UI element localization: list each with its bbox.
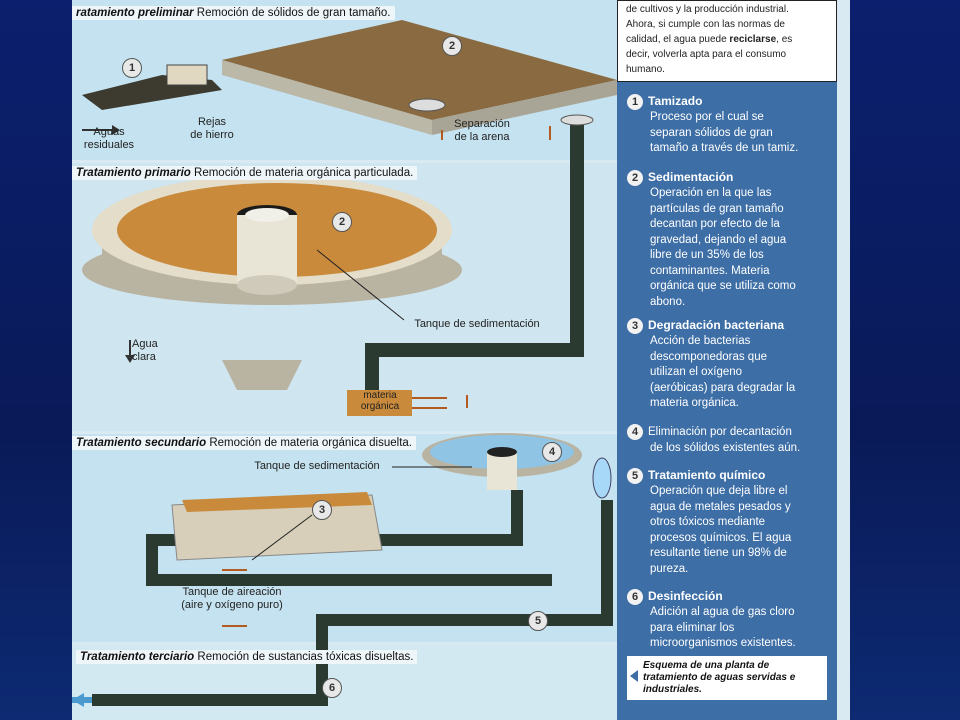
marker-1: 1	[122, 58, 142, 78]
section-label-terciario: Tratamiento terciario Remoción de sustan…	[76, 650, 418, 664]
marker-6: 6	[322, 678, 342, 698]
section-label-primario: Tratamiento primario Remoción de materia…	[72, 166, 418, 180]
section-label-secundario: Tratamiento secundario Remoción de mater…	[72, 436, 416, 450]
marker-2-top: 2	[442, 36, 462, 56]
marker-4: 4	[542, 442, 562, 462]
caption-arrow-icon	[630, 670, 638, 682]
steps-sidebar	[617, 82, 837, 720]
label-tanque-sedimentacion-2: Tanque de sedimentación	[254, 460, 380, 472]
section-label-preliminar: ratamiento preliminar Remoción de sólido…	[72, 6, 395, 20]
marker-3: 3	[312, 500, 332, 520]
label-tanque-sedimentacion-1: Tanque de sedimentación	[414, 318, 540, 330]
label-tanque-aireacion: Tanque de aireación(aire y oxígeno puro)	[181, 586, 283, 611]
marker-2: 2	[332, 212, 352, 232]
textbook-page: ratamiento preliminar Remoción de sólido…	[72, 0, 850, 720]
marker-5: 5	[528, 611, 548, 631]
top-info-box: de cultivos y la producción industrial. …	[617, 0, 837, 82]
plant-diagram	[72, 20, 617, 707]
